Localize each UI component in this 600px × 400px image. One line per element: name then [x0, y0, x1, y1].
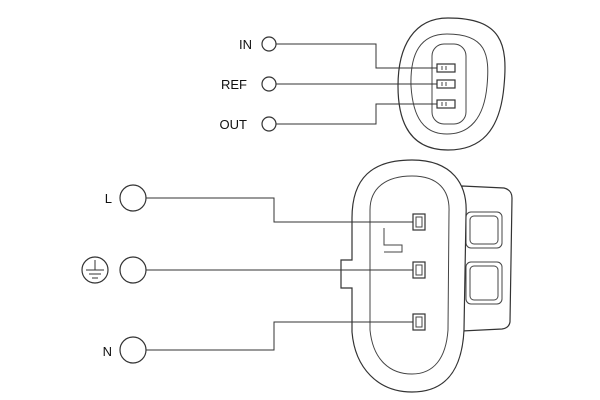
sensor-pin-1 — [436, 63, 456, 73]
power-pin-n — [412, 313, 426, 331]
wire-l — [146, 197, 413, 223]
terminal-label-out: OUT — [220, 117, 248, 132]
wire-out — [276, 103, 437, 125]
power-pin-ground — [412, 261, 426, 279]
terminal-label-n: N — [103, 344, 112, 359]
sensor-pin-3 — [436, 99, 456, 109]
wire-in — [276, 43, 437, 69]
terminal-label-in: IN — [239, 37, 252, 52]
terminal-label-ref: REF — [221, 77, 247, 92]
terminal-ground — [119, 256, 147, 284]
power-connector-diagram: L N — [81, 159, 513, 393]
terminal-n — [119, 336, 147, 364]
terminal-l — [119, 184, 147, 212]
terminal-out — [261, 116, 277, 132]
power-pin-l — [412, 213, 426, 231]
wire-n — [146, 321, 413, 351]
sensor-pin-2 — [436, 79, 456, 89]
ground-icon — [81, 256, 109, 284]
terminal-label-l: L — [105, 191, 112, 206]
terminal-ref — [261, 76, 277, 92]
terminal-in — [261, 36, 277, 52]
power-connector-housing — [340, 159, 513, 393]
sensor-connector-diagram: IN REF OUT — [220, 17, 506, 151]
